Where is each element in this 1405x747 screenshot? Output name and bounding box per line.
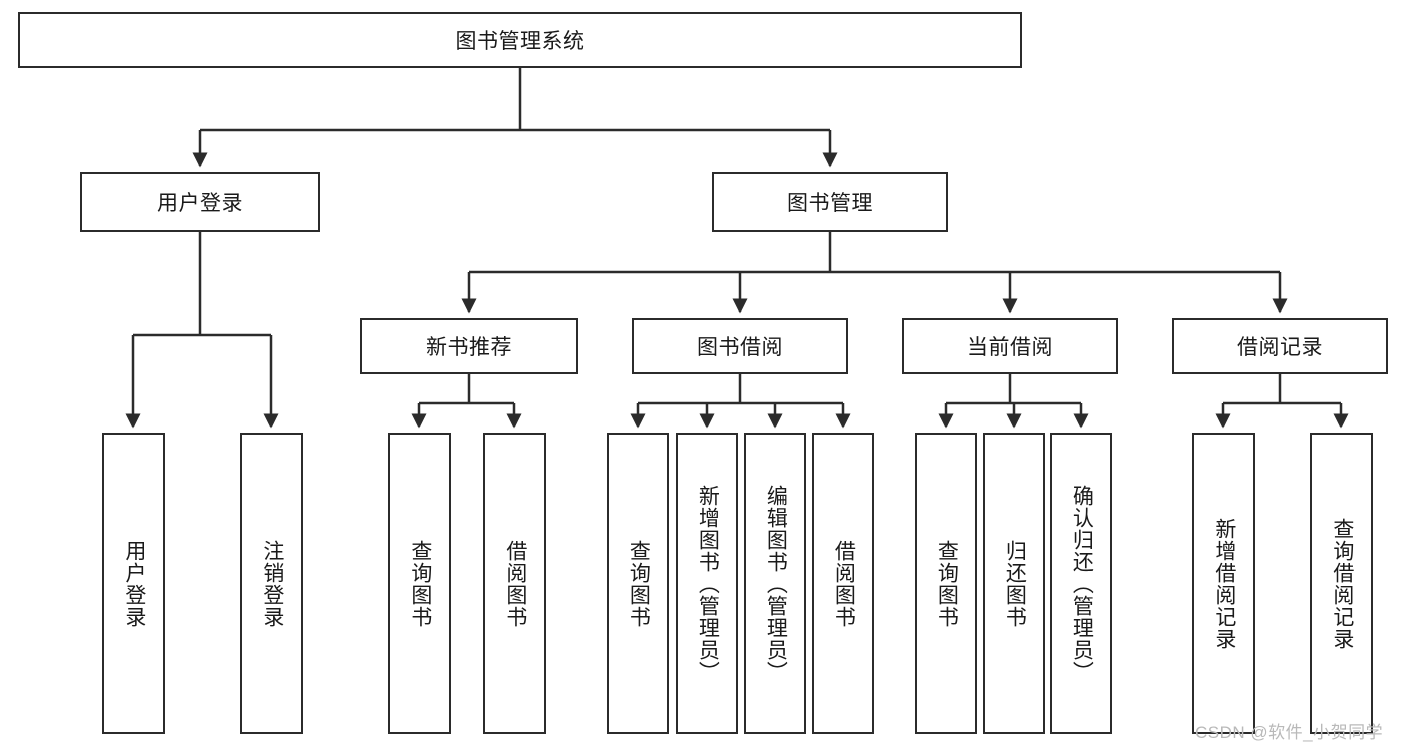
node-leaf-query-book-1[interactable]: 查询图书: [388, 433, 451, 734]
node-leaf-query-record[interactable]: 查询借阅记录: [1310, 433, 1373, 734]
node-leaf-borrow-book-2[interactable]: 借阅图书: [812, 433, 874, 734]
node-leaf-user-login[interactable]: 用户登录: [102, 433, 165, 734]
node-leaf-query-record-label: 查询借阅记录: [1330, 517, 1354, 650]
node-leaf-user-logout[interactable]: 注销登录: [240, 433, 303, 734]
node-new-book-rec-label: 新书推荐: [426, 336, 512, 359]
node-leaf-borrow-book-1-label: 借阅图书: [503, 539, 527, 628]
node-book-borrow[interactable]: 图书借阅: [632, 318, 848, 374]
node-leaf-query-book-3[interactable]: 查询图书: [915, 433, 977, 734]
node-leaf-borrow-book-2-label: 借阅图书: [832, 539, 856, 628]
node-leaf-add-record-label: 新增借阅记录: [1212, 517, 1236, 650]
node-borrow-record-label: 借阅记录: [1237, 336, 1323, 359]
node-leaf-user-login-label: 用户登录: [122, 539, 146, 628]
node-leaf-edit-book[interactable]: 编辑图书（管理员）: [744, 433, 806, 734]
node-new-book-rec[interactable]: 新书推荐: [360, 318, 578, 374]
node-leaf-confirm-return-label: 确认归还（管理员）: [1070, 484, 1094, 683]
node-book-borrow-label: 图书借阅: [697, 336, 783, 359]
node-leaf-confirm-return[interactable]: 确认归还（管理员）: [1050, 433, 1112, 734]
node-leaf-edit-book-label: 编辑图书（管理员）: [764, 484, 788, 683]
node-leaf-query-book-2-label: 查询图书: [627, 539, 651, 628]
csdn-watermark: CSDN @软件_小贺同学: [1195, 723, 1384, 742]
node-leaf-return-book[interactable]: 归还图书: [983, 433, 1045, 734]
node-root[interactable]: 图书管理系统: [18, 12, 1022, 68]
node-leaf-query-book-1-label: 查询图书: [408, 539, 432, 628]
node-leaf-return-book-label: 归还图书: [1003, 539, 1027, 628]
node-book-manage[interactable]: 图书管理: [712, 172, 948, 232]
node-book-manage-label: 图书管理: [787, 192, 873, 215]
node-leaf-add-book-label: 新增图书（管理员）: [696, 484, 720, 683]
node-current-borrow[interactable]: 当前借阅: [902, 318, 1118, 374]
node-root-label: 图书管理系统: [455, 30, 585, 53]
node-leaf-user-logout-label: 注销登录: [260, 539, 284, 628]
node-current-borrow-label: 当前借阅: [967, 336, 1053, 359]
node-leaf-add-book[interactable]: 新增图书（管理员）: [676, 433, 738, 734]
node-borrow-record[interactable]: 借阅记录: [1172, 318, 1388, 374]
node-leaf-query-book-3-label: 查询图书: [935, 539, 959, 628]
node-leaf-query-book-2[interactable]: 查询图书: [607, 433, 669, 734]
node-user-login-label: 用户登录: [157, 192, 243, 215]
node-leaf-borrow-book-1[interactable]: 借阅图书: [483, 433, 546, 734]
node-user-login[interactable]: 用户登录: [80, 172, 320, 232]
node-leaf-add-record[interactable]: 新增借阅记录: [1192, 433, 1255, 734]
